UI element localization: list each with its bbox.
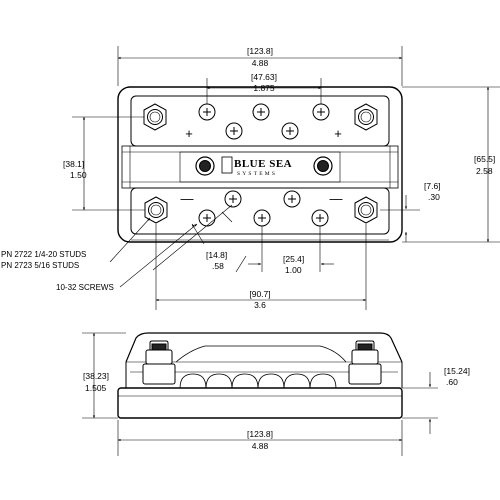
stud-top-right	[354, 103, 378, 131]
dimension-lines-top	[72, 46, 500, 310]
dim-screw-offset-mm: [14.8]	[206, 250, 227, 260]
stud-top-left	[143, 103, 167, 131]
dim-stud-centers-in: 3.6	[254, 300, 266, 310]
screw-icon	[198, 209, 216, 227]
side-cover	[125, 332, 403, 363]
dimension-lines-side	[82, 332, 438, 456]
dim-overall-height-mm: [65.5]	[474, 154, 495, 164]
screw-icon	[224, 190, 242, 208]
side-base	[117, 387, 403, 419]
dim-screw-pitch-mm: [25.4]	[283, 254, 304, 264]
callout-studs-2: PN 2723 5/16 STUDS	[1, 261, 79, 270]
center-bolt-right	[313, 156, 333, 176]
dim-side-height-mm: [38.23]	[83, 371, 109, 381]
side-stud-right	[348, 340, 382, 385]
svg-text:SYSTEMS: SYSTEMS	[237, 171, 277, 177]
plus-mark-right: +	[334, 126, 342, 141]
dim-base-height-mm: [15.24]	[444, 366, 470, 376]
screw-icon	[252, 103, 270, 121]
screw-icon	[198, 103, 216, 121]
dim-screw-offset-in: .58	[212, 261, 224, 271]
dim-edge-offset-in: .30	[428, 192, 440, 202]
side-stud-left	[142, 340, 176, 385]
screw-icon	[312, 103, 330, 121]
screw-icon	[225, 122, 243, 140]
dim-stud-spacing-mm: [47.63]	[251, 72, 277, 82]
screw-icon	[283, 190, 301, 208]
dim-width-top-mm: [123.8]	[247, 46, 273, 56]
svg-text:BLUE SEA: BLUE SEA	[234, 158, 292, 170]
minus-mark-right: —	[330, 191, 343, 206]
minus-mark-left: —	[181, 191, 194, 206]
dim-width-side-mm: [123.8]	[247, 429, 273, 439]
dim-row-spacing-mm: [38.1]	[63, 159, 84, 169]
lower-bus-plate	[130, 187, 390, 235]
dim-edge-offset-mm: [7.6]	[424, 181, 441, 191]
callout-studs-1: PN 2722 1/4-20 STUDS	[1, 250, 86, 259]
brand-logo: BLUE SEA SYSTEMS	[221, 156, 292, 177]
dim-row-spacing-in: 1.50	[70, 170, 87, 180]
plus-mark-left: +	[185, 126, 193, 141]
upper-bus-plate	[130, 95, 390, 147]
stud-bottom-left	[144, 196, 168, 224]
dim-base-height-in: .60	[446, 377, 458, 387]
dim-screw-pitch-in: 1.00	[285, 265, 302, 275]
dim-width-top-in: 4.88	[252, 58, 269, 68]
dim-stud-centers-mm: [90.7]	[249, 289, 270, 299]
screw-icon	[253, 209, 271, 227]
screw-icon	[311, 209, 329, 227]
screw-icon	[281, 122, 299, 140]
stud-bottom-right	[354, 196, 378, 224]
dim-width-side-in: 4.88	[252, 441, 269, 451]
center-bolt-left	[195, 156, 215, 176]
dim-side-height-in: 1.505	[85, 383, 107, 393]
screw-group	[198, 103, 330, 227]
callout-screws: 10-32 SCREWS	[56, 283, 114, 292]
dim-overall-height-in: 2.58	[476, 166, 493, 176]
dim-stud-spacing-in: 1.875	[253, 83, 275, 93]
